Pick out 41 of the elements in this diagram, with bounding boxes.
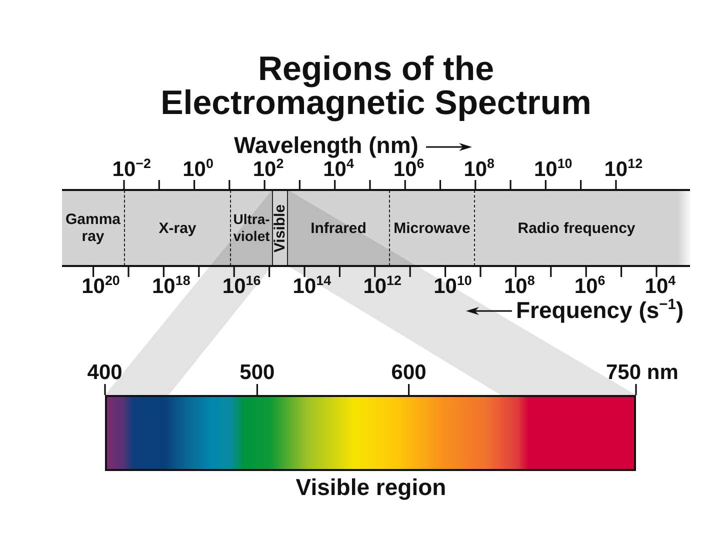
axis-title: Frequency (s$^{−1}$) xyxy=(516,299,684,322)
tick-label: 10$^{4}$ xyxy=(644,276,676,297)
region-label: Gamma ray xyxy=(64,211,122,245)
tick-label: 10$^{10}$ xyxy=(534,159,572,180)
region-label: Microwave xyxy=(394,220,470,236)
tick-label: 10$^{8}$ xyxy=(504,276,535,297)
band-segment xyxy=(62,190,124,266)
tick-label: 10$^{4}$ xyxy=(323,159,354,180)
tick-label: 10$^{−2}$ xyxy=(112,159,151,180)
band-segment xyxy=(272,190,288,266)
tick-label: 10$^{6}$ xyxy=(574,276,606,297)
band-segment xyxy=(389,190,474,266)
tick-label: 10$^{8}$ xyxy=(464,159,495,180)
tick-label: 600 xyxy=(391,362,426,383)
tick-label: 750 nm xyxy=(606,362,678,383)
tick-label: 10$^{12}$ xyxy=(604,159,643,180)
axis-title: Wavelength (nm) xyxy=(234,134,418,157)
tick-label: 400 xyxy=(87,362,122,383)
zoom-projection xyxy=(105,190,636,395)
region-label: X-ray xyxy=(158,220,196,236)
tick-label: 10$^{10}$ xyxy=(434,276,472,297)
region-label: Visible xyxy=(272,204,288,252)
tick-label: 10$^{12}$ xyxy=(363,276,402,297)
tick-label: 10$^{0}$ xyxy=(182,159,214,180)
tick-label: 10$^{14}$ xyxy=(292,276,332,297)
band-segment xyxy=(124,190,230,266)
bar-label: Visible region xyxy=(296,476,446,499)
band-segment xyxy=(230,190,272,266)
region-label: Infrared xyxy=(310,220,366,236)
tick-label: 500 xyxy=(240,362,275,383)
tick-label: 10$^{6}$ xyxy=(393,159,424,180)
tick-label: 10$^{20}$ xyxy=(82,276,120,297)
tick-label: 10$^{16}$ xyxy=(222,276,261,297)
visible-spectrum-bar xyxy=(105,395,636,471)
tick-label: 10$^{2}$ xyxy=(252,159,284,180)
band-segment xyxy=(288,190,389,266)
band-segment xyxy=(474,190,692,266)
tick-label: 10$^{18}$ xyxy=(152,276,190,297)
title: Regions of the Electromagnetic Spectrum xyxy=(160,52,592,120)
region-label: Ultra- violet xyxy=(232,211,271,245)
region-label: Radio frequency xyxy=(518,220,636,236)
